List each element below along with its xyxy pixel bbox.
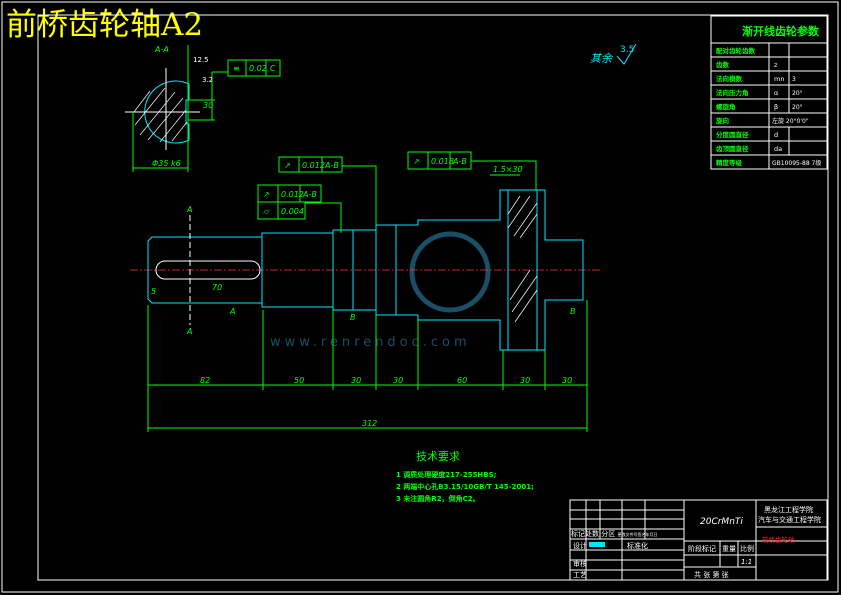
gear-param-value: 3 <box>792 76 796 83</box>
dim-7: 30 <box>562 376 572 385</box>
dim-2: 50 <box>294 376 304 385</box>
drawing-name: 前桥齿轮轴 <box>762 535 795 544</box>
gear-param-name: 齿顶圆直径 <box>716 144 749 153</box>
svg-text:A-B: A-B <box>324 161 339 170</box>
drawing-title: 前桥齿轮轴A2 <box>6 7 204 43</box>
tech-req-1: 1 调质处理硬度217-255HBS; <box>396 470 497 479</box>
svg-text:0.018: 0.018 <box>431 157 454 166</box>
school-name: 黑龙江工程学院 <box>764 505 813 514</box>
dim-3: 30 <box>351 376 361 385</box>
svg-text:↗: ↗ <box>413 157 420 166</box>
gear-param-symbol: d <box>774 131 778 139</box>
gear-table-title: 渐开线齿轮参数 <box>742 24 820 38</box>
svg-text:≡: ≡ <box>233 64 240 73</box>
datum-b: B <box>350 313 356 322</box>
section-label: A-A <box>154 45 169 54</box>
shaft-main-view <box>130 189 600 351</box>
gear-param-symbol: mn <box>774 75 784 83</box>
gear-chamfer: 1.5×30 <box>493 165 523 174</box>
process-label: 工艺 <box>573 571 587 579</box>
gear-param-value: GB10095-88 7级 <box>772 159 821 167</box>
gear-param-name: 精度等级 <box>716 158 743 167</box>
flatness-frame: ≡ 0.02 C <box>227 59 281 77</box>
svg-text:↗: ↗ <box>284 161 291 170</box>
section-mark-top: A <box>186 205 192 214</box>
department-name: 汽车与交通工程学院 <box>758 515 821 524</box>
material: 20CrMnTi <box>700 517 743 527</box>
datum-a: A <box>229 307 235 316</box>
gear-param-value: 20° <box>792 104 803 111</box>
revision-labels: 标记处数 分区 更改文件号签名年月日 <box>571 529 657 538</box>
roughness-2: 3.2 <box>202 76 213 84</box>
svg-text:C: C <box>270 64 276 73</box>
review-label: 审核 <box>573 559 587 568</box>
keyway <box>155 260 261 280</box>
gear-param-value: 20° <box>792 90 803 97</box>
dimension-lines <box>147 300 588 432</box>
dim-total: 312 <box>362 419 377 428</box>
general-roughness-value: 3.5 <box>620 45 634 55</box>
svg-text:↗: ↗ <box>263 190 270 199</box>
dim-6: 30 <box>520 376 530 385</box>
gear-param-name: 法向压力角 <box>716 88 749 97</box>
dim-5: 60 <box>457 376 467 385</box>
dim-4: 30 <box>393 376 403 385</box>
weight-label: 重量 <box>722 545 736 553</box>
designer-label: 设计 <box>573 541 587 550</box>
sheets: 共 张 第 张 <box>694 570 729 579</box>
gear-param-name: 分度圆直径 <box>716 130 749 139</box>
watermark: www.renrendoc.com <box>270 335 471 350</box>
tech-req-3: 3 未注圆角R2，倒角C2。 <box>396 494 480 503</box>
watermark-logo <box>409 231 491 313</box>
gear-param-name: 旋向 <box>715 116 730 125</box>
standardize-label: 标准化 <box>627 541 648 550</box>
datum-b-right: B <box>570 307 576 316</box>
tech-req-title: 技术要求 <box>416 450 460 463</box>
section-view <box>125 45 228 172</box>
scale-label: 比例 <box>740 544 754 553</box>
gear-param-symbol: z <box>774 61 778 69</box>
general-roughness-label: 其余 <box>590 52 614 65</box>
section-diameter: Φ35 k6 <box>152 159 181 168</box>
key-length: 70 <box>212 283 222 292</box>
section-mark-bottom: A <box>186 327 192 336</box>
gear-param-name: 螺旋角 <box>716 102 736 111</box>
svg-text:0.012: 0.012 <box>281 190 304 199</box>
svg-text:⌭: ⌭ <box>263 207 270 216</box>
svg-text:A-B: A-B <box>452 157 467 166</box>
svg-text:0.012: 0.012 <box>302 161 325 170</box>
gear-param-value: 左旋 20°0'0" <box>772 117 809 125</box>
tech-req-2: 2 两端中心孔B3.15/10GB/T 145-2001; <box>396 482 534 491</box>
roughness-symbol-icon <box>616 43 637 65</box>
gear-param-symbol: da <box>774 145 782 153</box>
key-offset: 5 <box>151 287 156 296</box>
svg-text:A-B: A-B <box>302 190 317 199</box>
keyway-depth: 30 <box>203 101 213 110</box>
inner-frame <box>37 14 829 581</box>
gear-param-name: 配对齿轮齿数 <box>716 46 756 55</box>
roughness-1: 12.5 <box>193 56 209 64</box>
gear-param-name: 齿数 <box>716 60 730 69</box>
gear-param-symbol: β <box>774 103 778 111</box>
svg-text:0.004: 0.004 <box>281 207 304 216</box>
gear-param-name: 法向模数 <box>716 74 743 83</box>
dim-1: 82 <box>200 376 210 385</box>
stage-mark-label: 阶段标记 <box>688 544 716 553</box>
gear-param-symbol: α <box>774 89 778 97</box>
scale-value: 1:1 <box>741 558 752 566</box>
svg-text:0.02: 0.02 <box>249 64 267 73</box>
designer-name <box>589 542 605 547</box>
title-block <box>569 499 828 581</box>
